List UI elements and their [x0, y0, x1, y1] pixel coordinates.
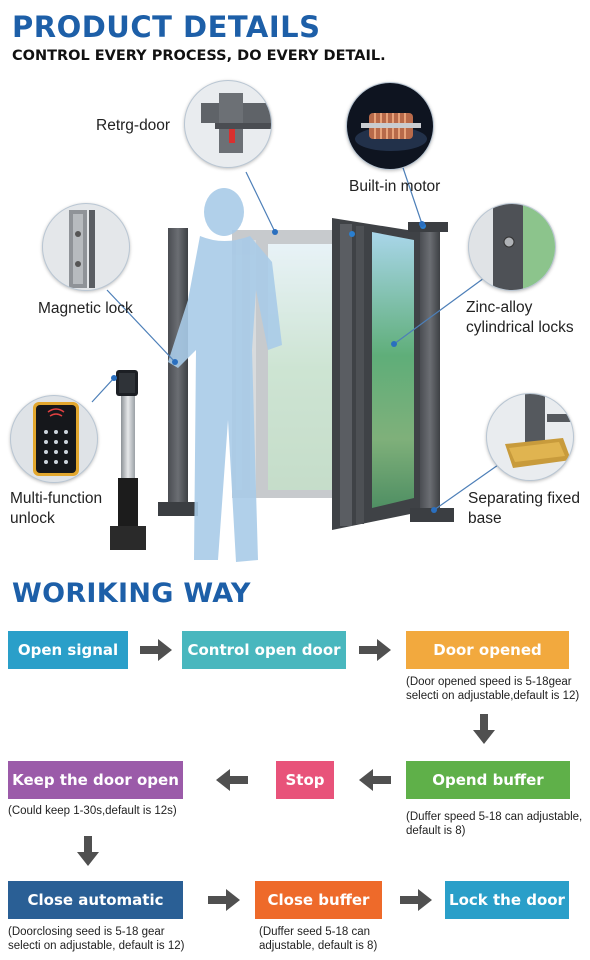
step-control-open-door: Control open door	[182, 631, 346, 669]
note-close-buffer: (Duffer seed 5-18 can adjustable, defaul…	[259, 925, 377, 953]
built-in-motor-detail	[346, 82, 434, 170]
note-opend-buffer-line1: (Duffer speed 5-18 can adjustable,	[406, 811, 583, 823]
arrow-left-2	[216, 769, 248, 791]
left-post-base	[158, 502, 198, 516]
front-door-leaf	[332, 218, 420, 530]
note-close-automatic-line2: selecti on adjustable, default is 12)	[8, 940, 185, 952]
magnetic-lock-label: Magnetic lock	[38, 300, 133, 317]
note-close-buffer-line1: (Duffer seed 5-18 can	[259, 926, 371, 938]
separating-base-label-line2: base	[468, 510, 502, 527]
note-close-automatic-line1: (Doorclosing seed is 5-18 gear	[8, 926, 165, 938]
retrg-door-detail	[184, 80, 272, 168]
zinc-alloy-label: Zinc-alloy cylindrical locks	[466, 298, 574, 338]
right-post	[420, 226, 440, 512]
person-silhouette	[168, 188, 282, 562]
working-way-title: WORIKING WAY	[12, 578, 251, 609]
product-details-subtitle: CONTROL EVERY PROCESS, DO EVERY DETAIL.	[12, 48, 386, 64]
step-door-opened: Door opened	[406, 631, 569, 669]
note-door-opened: (Door opened speed is 5-18gear selecti o…	[406, 675, 579, 703]
note-door-opened-line2: selecti on adjustable,default is 12)	[406, 690, 580, 702]
built-in-motor-label: Built-in motor	[349, 178, 441, 195]
multi-function-label-line2: unlock	[10, 510, 55, 527]
step-open-signal: Open signal	[8, 631, 128, 669]
step-stop: Stop	[276, 761, 334, 799]
fixed-base-detail	[486, 393, 574, 481]
arrow-left-1	[359, 769, 391, 791]
arrow-down-2	[77, 836, 99, 866]
product-illustration	[91, 152, 509, 562]
separating-base-label: Separating fixed base	[468, 489, 580, 529]
note-door-opened-line1: (Door opened speed is 5-18gear	[406, 676, 572, 688]
multi-function-label: Multi-function unlock	[10, 489, 102, 529]
step-lock-the-door: Lock the door	[445, 881, 569, 919]
right-post-base	[410, 508, 454, 522]
retrg-door-label: Retrg-door	[96, 117, 171, 134]
zinc-alloy-label-line1: Zinc-alloy	[466, 299, 533, 316]
note-opend-buffer: (Duffer speed 5-18 can adjustable, defau…	[406, 810, 582, 838]
note-opend-buffer-line2: default is 8)	[406, 825, 466, 837]
step-close-automatic: Close automatic	[8, 881, 183, 919]
keypad-detail	[10, 395, 98, 483]
step-close-buffer: Close buffer	[255, 881, 382, 919]
separating-base-label-line1: Separating fixed	[468, 490, 581, 507]
note-keep-door-open: (Could keep 1-30s,default is 12s)	[8, 805, 177, 817]
arrow-down-1	[473, 714, 495, 744]
step-keep-door-open: Keep the door open	[8, 761, 183, 799]
arrow-right-3	[208, 889, 240, 911]
right-post-top	[408, 222, 448, 232]
zinc-alloy-label-line2: cylindrical locks	[466, 319, 574, 336]
arrow-right-1	[140, 639, 172, 661]
card-reader-stand	[110, 370, 146, 550]
note-close-buffer-line2: adjustable, default is 8)	[259, 940, 378, 952]
note-close-automatic: (Doorclosing seed is 5-18 gear selecti o…	[8, 925, 184, 953]
zinc-alloy-lock-detail	[468, 203, 556, 291]
product-details-title: PRODUCT DETAILS	[12, 10, 321, 44]
arrow-right-2	[359, 639, 391, 661]
step-opend-buffer: Opend buffer	[406, 761, 570, 799]
magnetic-lock-detail	[42, 203, 130, 291]
arrow-right-4	[400, 889, 432, 911]
multi-function-label-line1: Multi-function	[10, 490, 103, 507]
